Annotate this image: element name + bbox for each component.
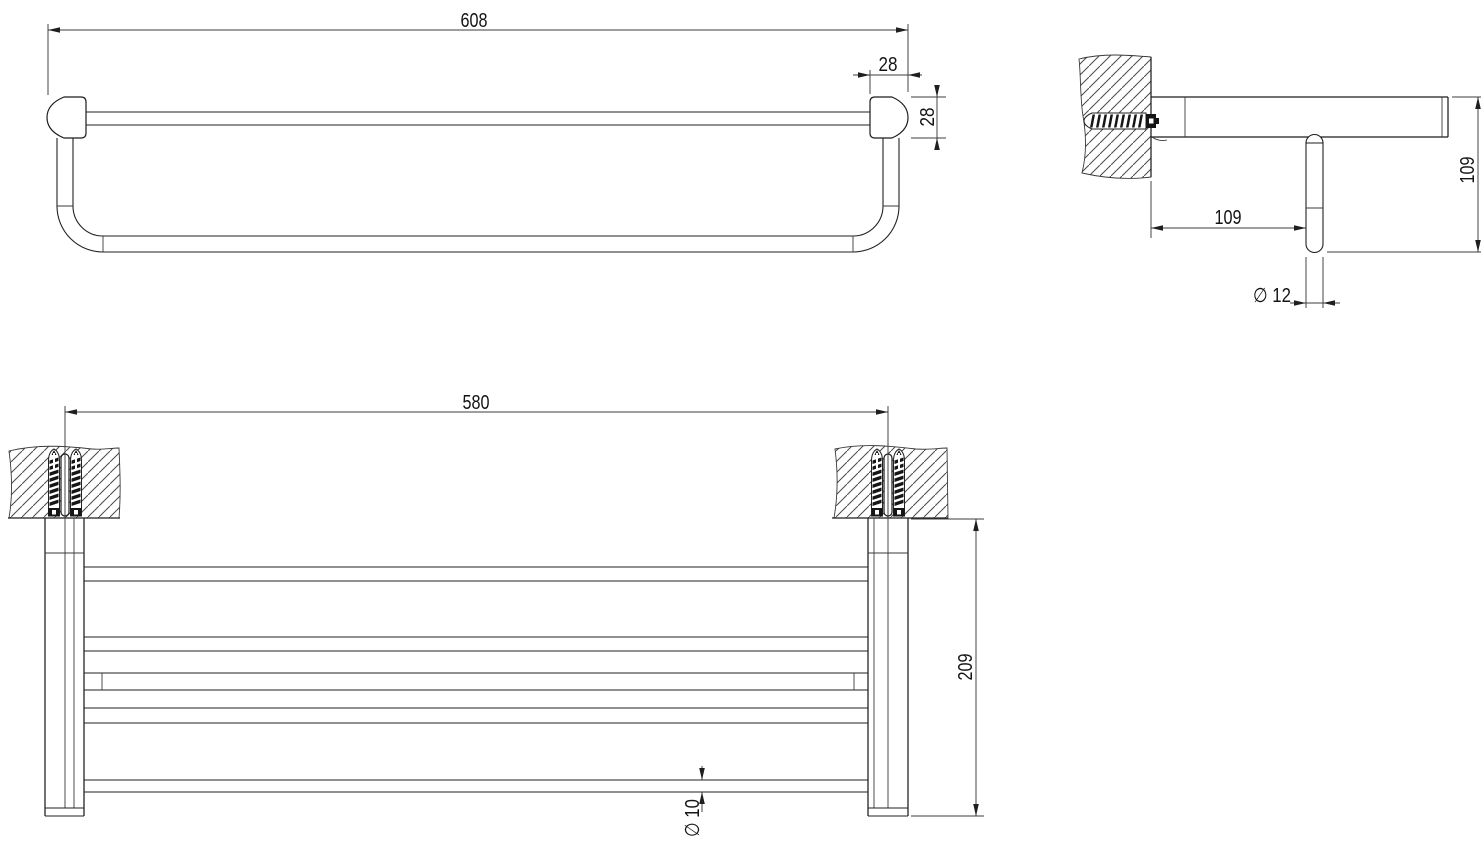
wall-anchor <box>70 448 82 517</box>
dim-reach-label: 109 <box>1215 207 1242 229</box>
dim-drop-109: 109 <box>1327 96 1481 253</box>
shelf-rails <box>84 566 868 793</box>
dim-608-label: 608 <box>461 10 488 32</box>
wall-anchor <box>893 448 905 517</box>
left-post <box>44 518 85 817</box>
rail-towel-bar <box>84 672 868 691</box>
dim-580-label: 580 <box>463 392 490 414</box>
right-post <box>867 518 909 817</box>
mounting-arm <box>1151 96 1449 142</box>
dim-209: 209 <box>911 518 984 817</box>
side-view-wall-section: 109 109 ∅ 12 <box>1078 54 1481 308</box>
wall-screw-side <box>1083 112 1159 130</box>
dim-cap-height-28: 28 <box>911 85 946 150</box>
front-view-towel-bar: 608 28 28 <box>46 10 946 253</box>
wall-anchor <box>48 448 60 517</box>
dim-cap-width-28: 28 <box>853 54 922 94</box>
dim-diameter-10: ∅ 10 <box>682 766 705 837</box>
upper-rail <box>86 111 870 126</box>
right-end-cap <box>869 96 909 139</box>
hanging-bar <box>1305 134 1324 253</box>
left-end-cap <box>46 96 87 139</box>
dim-reach-109: 109 <box>1150 181 1306 238</box>
dim-diameter-12-label: ∅ 12 <box>1253 285 1291 307</box>
dim-cap-width-label: 28 <box>879 54 898 76</box>
rail-1 <box>84 566 868 582</box>
rail-front <box>84 779 868 793</box>
dim-diameter-12: ∅ 12 <box>1253 257 1340 308</box>
rail-2 <box>84 636 868 652</box>
plan-view-towel-rack: 580 <box>8 392 984 837</box>
dim-209-label: 209 <box>955 654 977 681</box>
dim-cap-height-label: 28 <box>917 108 939 127</box>
wall-anchor <box>871 448 883 517</box>
rail-3 <box>84 707 868 724</box>
dim-608: 608 <box>47 10 909 95</box>
lower-u-bar <box>56 138 900 253</box>
dim-diameter-10-label: ∅ 10 <box>682 799 704 837</box>
dim-drop-label: 109 <box>1457 157 1479 184</box>
